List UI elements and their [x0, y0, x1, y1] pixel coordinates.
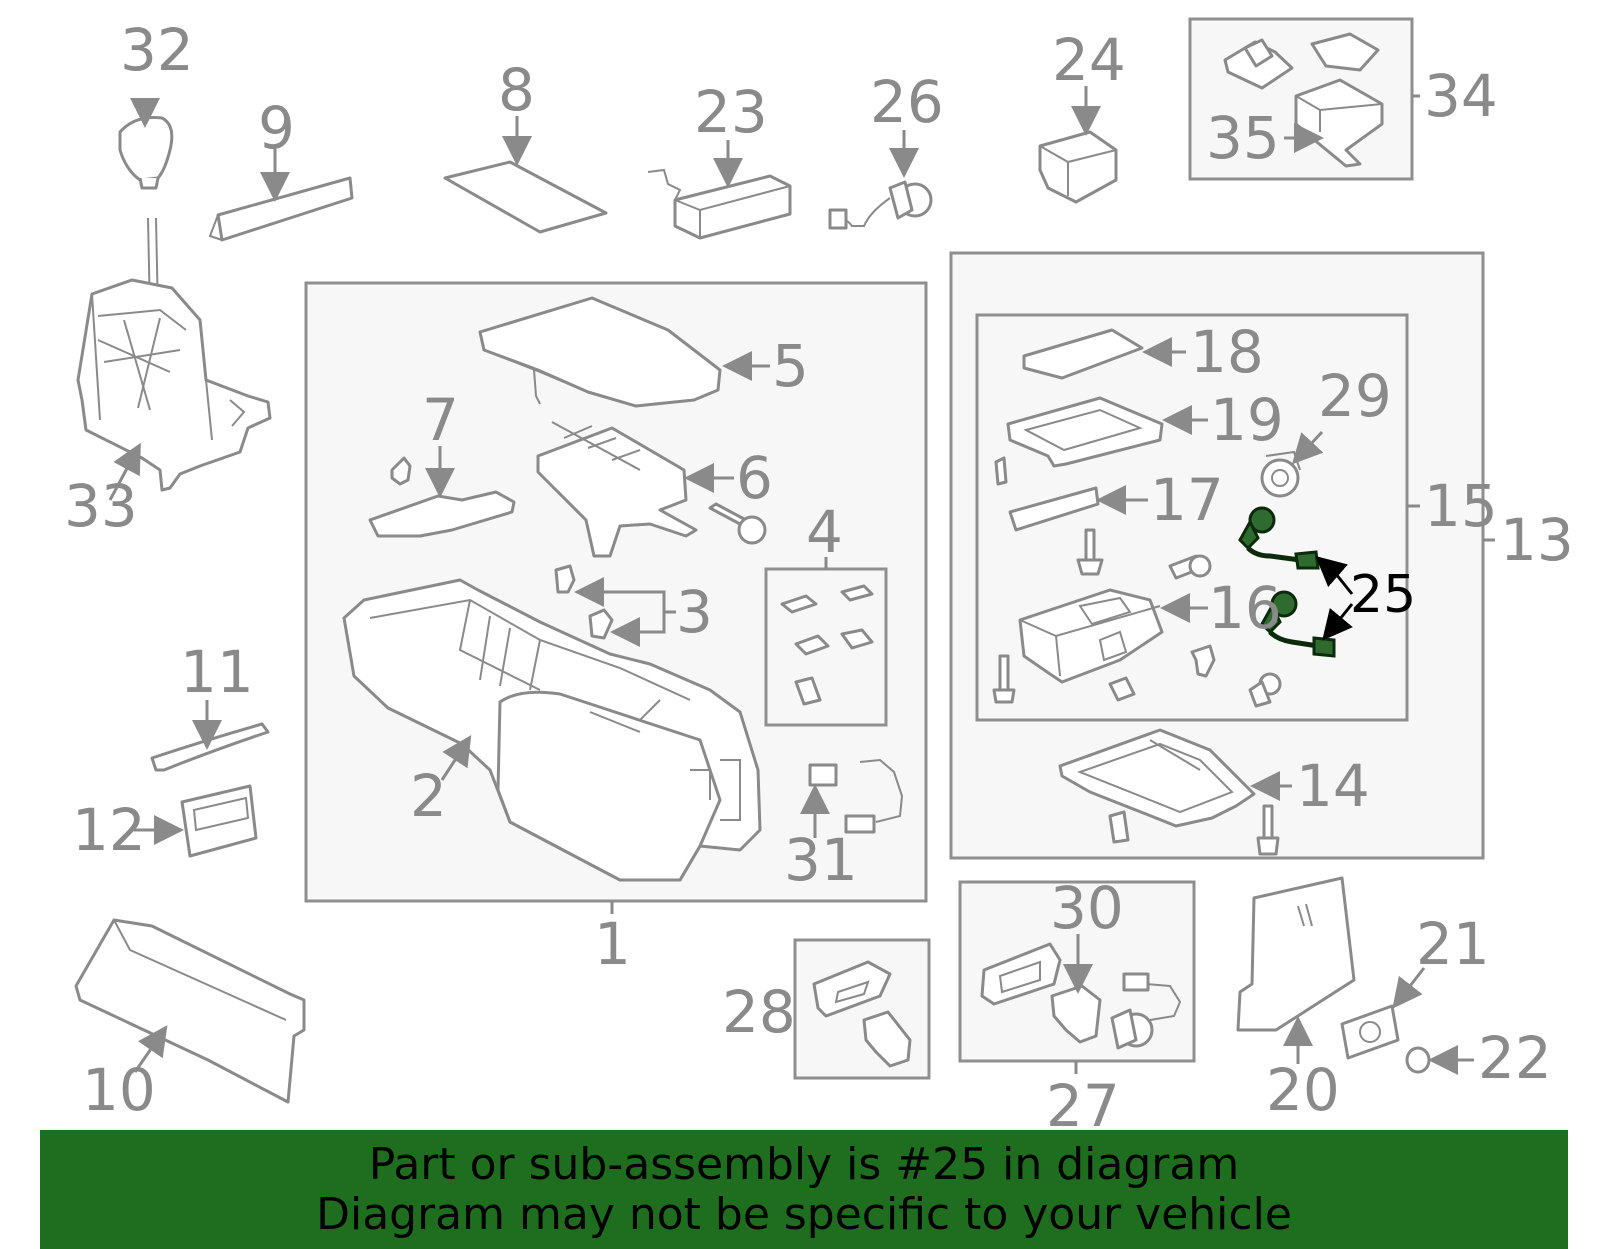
part-32-shift-knob: [118, 116, 174, 190]
callout-9: 9: [258, 94, 295, 162]
callout-1: 1: [594, 910, 631, 978]
callout-24: 24: [1052, 26, 1126, 94]
part-bolt-15c: [992, 654, 1016, 704]
part-16-tray-box: [1018, 588, 1164, 684]
callout-21: 21: [1416, 910, 1490, 978]
part-5-armrest-lid: [478, 296, 722, 408]
part-24-switch: [1038, 130, 1118, 204]
part-clip-14: [1108, 810, 1130, 844]
callout-8: 8: [498, 56, 535, 124]
part-34-bracket-set: [1223, 32, 1384, 168]
part-clip-15b: [1190, 644, 1216, 678]
part-12-holder: [180, 784, 258, 858]
callout-12: 12: [72, 796, 146, 864]
part-22-washer: [1405, 1046, 1431, 1074]
banner-line-part: Part or sub-assembly is #25 in diagram: [368, 1139, 1240, 1190]
part-8-mat: [443, 160, 608, 234]
part-21-bezel: [1340, 1004, 1400, 1060]
callout-33: 33: [64, 472, 138, 540]
callout-19: 19: [1210, 386, 1284, 454]
callout-28: 28: [722, 978, 796, 1046]
callout-23: 23: [694, 78, 768, 146]
callout-26: 26: [870, 68, 944, 136]
callout-10: 10: [82, 1056, 156, 1124]
callout-29: 29: [1318, 362, 1392, 430]
part-27-30-components: [980, 942, 1182, 1050]
part-28-bezels: [812, 960, 912, 1068]
callout-13: 13: [1500, 506, 1574, 574]
callout-18: 18: [1190, 318, 1264, 386]
part-3-clips: [554, 564, 614, 640]
callout-31: 31: [784, 826, 858, 894]
leader-lines: [108, 86, 1495, 1075]
callout-27: 27: [1046, 1072, 1120, 1140]
callout-6: 6: [736, 444, 773, 512]
part-18-cover: [1022, 328, 1144, 380]
callout-11: 11: [180, 638, 254, 706]
part-clip-15c: [1108, 676, 1136, 702]
part-26-harness: [828, 180, 933, 230]
part-bolt-6: [708, 502, 767, 545]
callout-34: 34: [1424, 62, 1498, 130]
callout-3: 3: [676, 578, 713, 646]
part-11-trim: [150, 722, 270, 772]
banner-line-disclaimer: Diagram may not be specific to your vehi…: [316, 1189, 1292, 1240]
part-bolt-15a: [1076, 528, 1104, 576]
callout-5: 5: [772, 332, 809, 400]
callout-17: 17: [1150, 466, 1224, 534]
part-2-console-body: [342, 578, 762, 882]
part-clip-15d: [1248, 672, 1282, 708]
part-20-panel: [1236, 876, 1356, 1032]
part-31-harness: [808, 758, 904, 834]
part-33-shifter-assembly: [76, 217, 272, 492]
part-bolt-15b: [1168, 554, 1212, 580]
callout-22: 22: [1478, 1024, 1552, 1092]
part-bolt-14: [1256, 804, 1280, 856]
callout-15: 15: [1424, 472, 1498, 540]
part-9-trim-strip: [208, 176, 354, 242]
part-4-pads: [780, 584, 874, 706]
callout-32: 32: [120, 16, 194, 84]
callout-2: 2: [410, 762, 447, 830]
callout-20: 20: [1266, 1056, 1340, 1124]
callout-30: 30: [1050, 874, 1124, 942]
part-19-frame: [1006, 396, 1164, 468]
callout-35: 35: [1206, 104, 1280, 172]
callout-14: 14: [1296, 752, 1370, 820]
callout-7: 7: [422, 386, 459, 454]
part-clip-15a: [994, 456, 1008, 486]
callout-25: 25: [1350, 565, 1416, 625]
part-7-bracket: [368, 456, 516, 538]
callout-4: 4: [806, 498, 843, 566]
part-14-tray: [1058, 728, 1256, 828]
callout-16: 16: [1208, 574, 1282, 642]
info-banner: Part or sub-assembly is #25 in diagram D…: [40, 1130, 1568, 1249]
part-23-module: [647, 168, 792, 240]
